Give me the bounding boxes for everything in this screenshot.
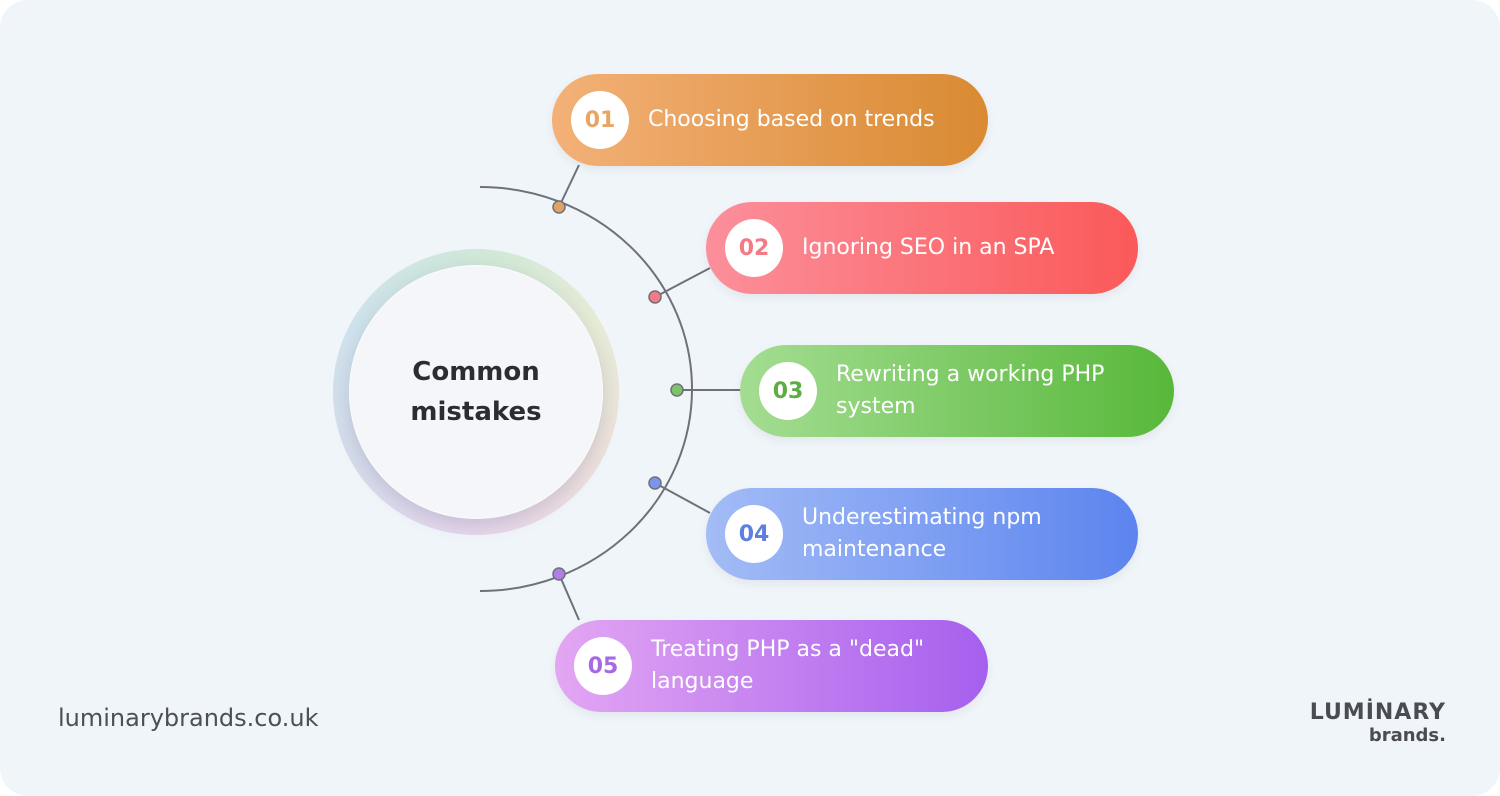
item-number-badge: 03 xyxy=(759,362,817,420)
connector-dot-01 xyxy=(552,200,566,214)
brand-logo: LUMİNARY brands. xyxy=(1270,700,1446,746)
logo-subtitle: brands. xyxy=(1368,725,1446,746)
connector-line-04 xyxy=(654,482,711,514)
item-number-badge: 05 xyxy=(574,637,632,695)
connector-line-02 xyxy=(654,267,711,298)
connector-dot-05 xyxy=(552,567,566,581)
connector-dot-04 xyxy=(648,476,662,490)
connector-line-05 xyxy=(558,573,580,621)
item-number-badge: 01 xyxy=(571,91,629,149)
mistake-item-05: 05 Treating PHP as a "dead" language xyxy=(555,620,988,712)
website-url: luminarybrands.co.uk xyxy=(58,704,319,732)
mistake-item-04: 04 Underestimating npm maintenance xyxy=(706,488,1138,580)
mistake-item-01: 01 Choosing based on trends xyxy=(552,74,988,166)
connector-dot-02 xyxy=(648,290,662,304)
mistake-item-02: 02 Ignoring SEO in an SPA xyxy=(706,202,1138,294)
item-number-badge: 02 xyxy=(725,219,783,277)
connector-dot-03 xyxy=(670,383,684,397)
center-title: Common mistakes xyxy=(410,357,542,427)
center-circle: Common mistakes xyxy=(349,265,603,519)
item-label: Underestimating npm maintenance xyxy=(802,505,1042,562)
item-label: Ignoring SEO in an SPA xyxy=(802,235,1055,260)
item-label: Rewriting a working PHP system xyxy=(836,362,1105,419)
item-number-badge: 04 xyxy=(725,505,783,563)
item-label: Choosing based on trends xyxy=(648,107,935,132)
mistake-item-03: 03 Rewriting a working PHP system xyxy=(740,345,1174,437)
logo-wordmark: LUMİNARY xyxy=(1309,700,1446,725)
connector-line-01 xyxy=(558,164,580,208)
item-label: Treating PHP as a "dead" language xyxy=(651,637,925,694)
